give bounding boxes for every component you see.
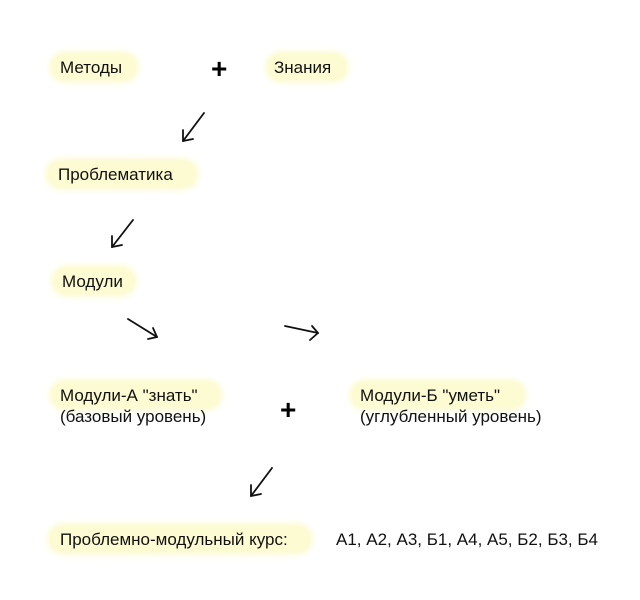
node-knowledge: Знания xyxy=(274,58,332,77)
node-modules-b-subtitle: (углубленный уровень) xyxy=(360,407,542,426)
highlight-methods xyxy=(52,54,136,80)
plus-operator-top: + xyxy=(211,53,228,84)
arrow-down-left-1 xyxy=(182,112,205,142)
arrow-down-right xyxy=(127,318,158,340)
node-modules: Модули xyxy=(62,272,123,291)
highlight-modules-b xyxy=(352,382,524,408)
highlight-modules xyxy=(54,268,134,294)
highlight-problematics xyxy=(48,161,196,187)
node-modules-a-title: Модули-А "знать" xyxy=(60,386,198,405)
arrow-right xyxy=(284,325,319,341)
node-course-list: А1, А2, А3, Б1, А4, А5, Б2, Б3, Б4 xyxy=(336,530,598,549)
node-modules-b-title: Модули-Б "уметь" xyxy=(360,386,501,405)
node-methods: Методы xyxy=(60,58,123,77)
node-modules-a-subtitle: (базовый уровень) xyxy=(60,407,207,426)
node-course-label: Проблемно-модульный курс: xyxy=(60,530,288,549)
node-problematics: Проблематика xyxy=(58,165,173,184)
highlight-course xyxy=(50,526,310,552)
highlight-knowledge xyxy=(268,54,346,80)
plus-operator-bottom: + xyxy=(280,394,297,425)
highlight-modules-a xyxy=(52,382,220,408)
arrow-down-left-3 xyxy=(250,467,273,497)
arrow-down-left-2 xyxy=(111,219,134,248)
